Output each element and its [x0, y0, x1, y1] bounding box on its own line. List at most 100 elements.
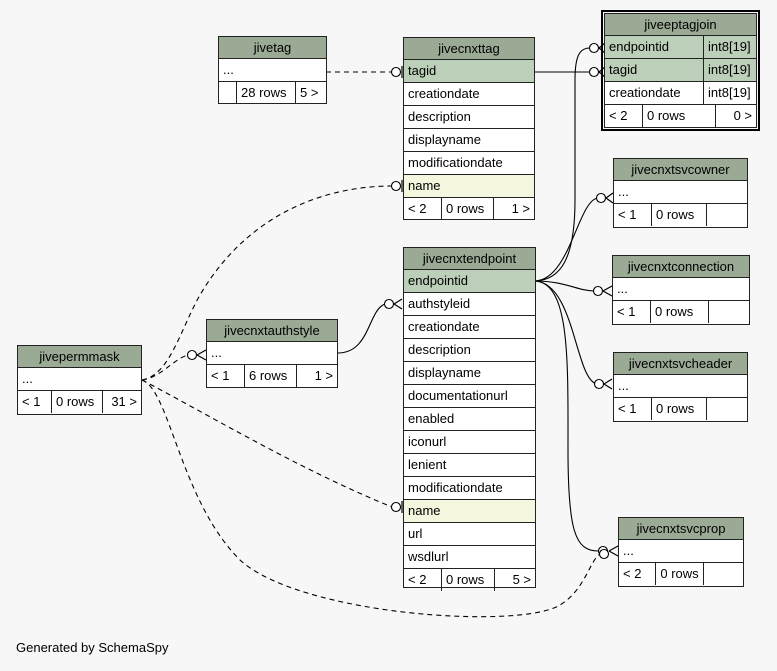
table-jivecnxtsvcheader[interactable]: jivecnxtsvcheader ... < 1 0 rows: [613, 352, 748, 422]
edge-marker-crowsfoot: [393, 298, 403, 310]
row-count: 6 rows: [245, 365, 297, 387]
table-column: endpointid: [404, 270, 535, 293]
table-footer: < 1 0 rows: [613, 301, 749, 323]
table-header[interactable]: jivetag: [219, 37, 326, 59]
table-jivetag[interactable]: jivetag ... 28 rows 5 >: [218, 36, 327, 104]
table-column: enabled: [404, 408, 535, 431]
row-count: 0 rows: [643, 105, 716, 127]
children-count: 31 >: [111, 394, 137, 409]
table-header[interactable]: jivecnxtauthstyle: [207, 320, 337, 342]
table-jiveeptagjoin[interactable]: jiveeptagjoin endpointid int8[19] tagid …: [601, 10, 760, 131]
edge-marker-circle: [598, 548, 610, 560]
table-footer: < 1 6 rows 1 >: [207, 365, 337, 387]
children-count: 0 >: [733, 108, 752, 123]
table-header[interactable]: jivecnxtendpoint: [404, 248, 535, 270]
children-count: [704, 563, 743, 585]
edge-marker-circle: [592, 285, 604, 297]
table-header[interactable]: jivecnxtconnection: [613, 256, 749, 278]
table-column: displayname: [404, 362, 535, 385]
column-type: int8[19]: [708, 62, 751, 77]
table-column: ...: [219, 59, 326, 82]
edge-marker-crowsfoot: [196, 349, 207, 361]
edge-marker-crowsfoot: [602, 285, 613, 297]
edge-permmask-svcprop: [141, 379, 601, 618]
table-jivepermmask[interactable]: jivepermmask ... < 1 0 rows 31 >: [17, 345, 142, 415]
row-count: 0 rows: [656, 563, 704, 585]
table-column: creationdate int8[19]: [605, 82, 756, 105]
table-column: ...: [614, 375, 747, 398]
table-column: name: [404, 175, 534, 198]
table-header[interactable]: jivecnxtsvcheader: [614, 353, 747, 375]
parents-count: < 2: [404, 569, 442, 591]
table-header[interactable]: jiveeptagjoin: [605, 14, 756, 36]
table-column: url: [404, 523, 535, 546]
table-header[interactable]: jivecnxtsvcowner: [614, 159, 747, 181]
table-column: endpointid int8[19]: [605, 36, 756, 59]
table-column: wsdlurl: [404, 546, 535, 569]
table-column: description: [404, 106, 534, 129]
column-type: int8[19]: [708, 39, 751, 54]
edge-marker-circle: [390, 66, 402, 78]
children-count: 5 >: [300, 85, 319, 100]
edge-authstyle-endpoint: [337, 303, 386, 354]
row-count: 0 rows: [442, 198, 494, 220]
table-footer: < 2 0 rows 0 >: [605, 105, 756, 127]
table-column: ...: [613, 278, 749, 301]
table-column: creationdate: [404, 316, 535, 339]
table-column: creationdate: [404, 83, 534, 106]
edge-marker-circle: [390, 180, 402, 192]
row-count: 0 rows: [652, 204, 707, 226]
table-jivecnxtendpoint[interactable]: jivecnxtendpoint endpointid authstyleid …: [403, 247, 536, 591]
edge-marker-circle: [588, 42, 600, 54]
table-jivecnxttag[interactable]: jivecnxttag tagid creationdate descripti…: [403, 37, 535, 220]
row-count: 0 rows: [52, 391, 103, 413]
table-footer: < 2 0 rows: [619, 563, 743, 585]
row-count: 0 rows: [651, 301, 709, 323]
table-header[interactable]: jivecnxtsvcprop: [619, 518, 743, 540]
table-jivecnxtsvcprop[interactable]: jivecnxtsvcprop ... < 2 0 rows: [618, 517, 744, 587]
row-count: 0 rows: [442, 569, 495, 591]
table-footer: < 2 0 rows 5 >: [404, 569, 535, 591]
table-column: documentationurl: [404, 385, 535, 408]
table-column: ...: [207, 342, 337, 365]
edge-endpoint-svcowner: [534, 197, 599, 282]
edge-marker-crowsfoot: [603, 378, 613, 390]
parents-count: [219, 82, 237, 104]
children-count: 1 >: [511, 201, 530, 216]
table-header[interactable]: jivepermmask: [18, 346, 141, 368]
children-count: [707, 204, 747, 226]
edge-marker-circle: [593, 378, 605, 390]
parents-count: < 1: [614, 204, 652, 226]
column-name: tagid: [605, 59, 704, 81]
table-column: iconurl: [404, 431, 535, 454]
table-jivecnxtsvcowner[interactable]: jivecnxtsvcowner ... < 1 0 rows: [613, 158, 748, 228]
parents-count: < 1: [207, 365, 245, 387]
table-footer: 28 rows 5 >: [219, 82, 326, 104]
table-column: ...: [614, 181, 747, 204]
column-type: int8[19]: [708, 85, 751, 100]
parents-count: < 2: [404, 198, 442, 220]
edge-endpoint-connection: [534, 280, 596, 292]
table-column: modificationdate: [404, 152, 534, 175]
edge-marker-circle: [390, 501, 402, 513]
parents-count: < 1: [18, 391, 52, 413]
table-header[interactable]: jivecnxttag: [404, 38, 534, 60]
table-column: displayname: [404, 129, 534, 152]
row-count: 0 rows: [652, 398, 707, 420]
table-column: name: [404, 500, 535, 523]
edge-permmask-endpoint: [141, 379, 393, 508]
table-column: ...: [18, 368, 141, 391]
table-column: ...: [619, 540, 743, 563]
table-footer: < 1 0 rows: [614, 398, 747, 420]
column-name: creationdate: [605, 82, 704, 104]
edge-endpoint-svcheader: [534, 280, 598, 385]
table-jivecnxtauthstyle[interactable]: jivecnxtauthstyle ... < 1 6 rows 1 >: [206, 319, 338, 388]
edge-marker-crowsfoot: [608, 545, 619, 557]
parents-count: < 2: [619, 563, 657, 585]
table-footer: < 2 0 rows 1 >: [404, 198, 534, 220]
parents-count: < 1: [613, 301, 651, 323]
edge-permmask-authstyle: [141, 354, 189, 381]
table-jivecnxtconnection[interactable]: jivecnxtconnection ... < 1 0 rows: [612, 255, 750, 325]
table-column: tagid int8[19]: [605, 59, 756, 82]
